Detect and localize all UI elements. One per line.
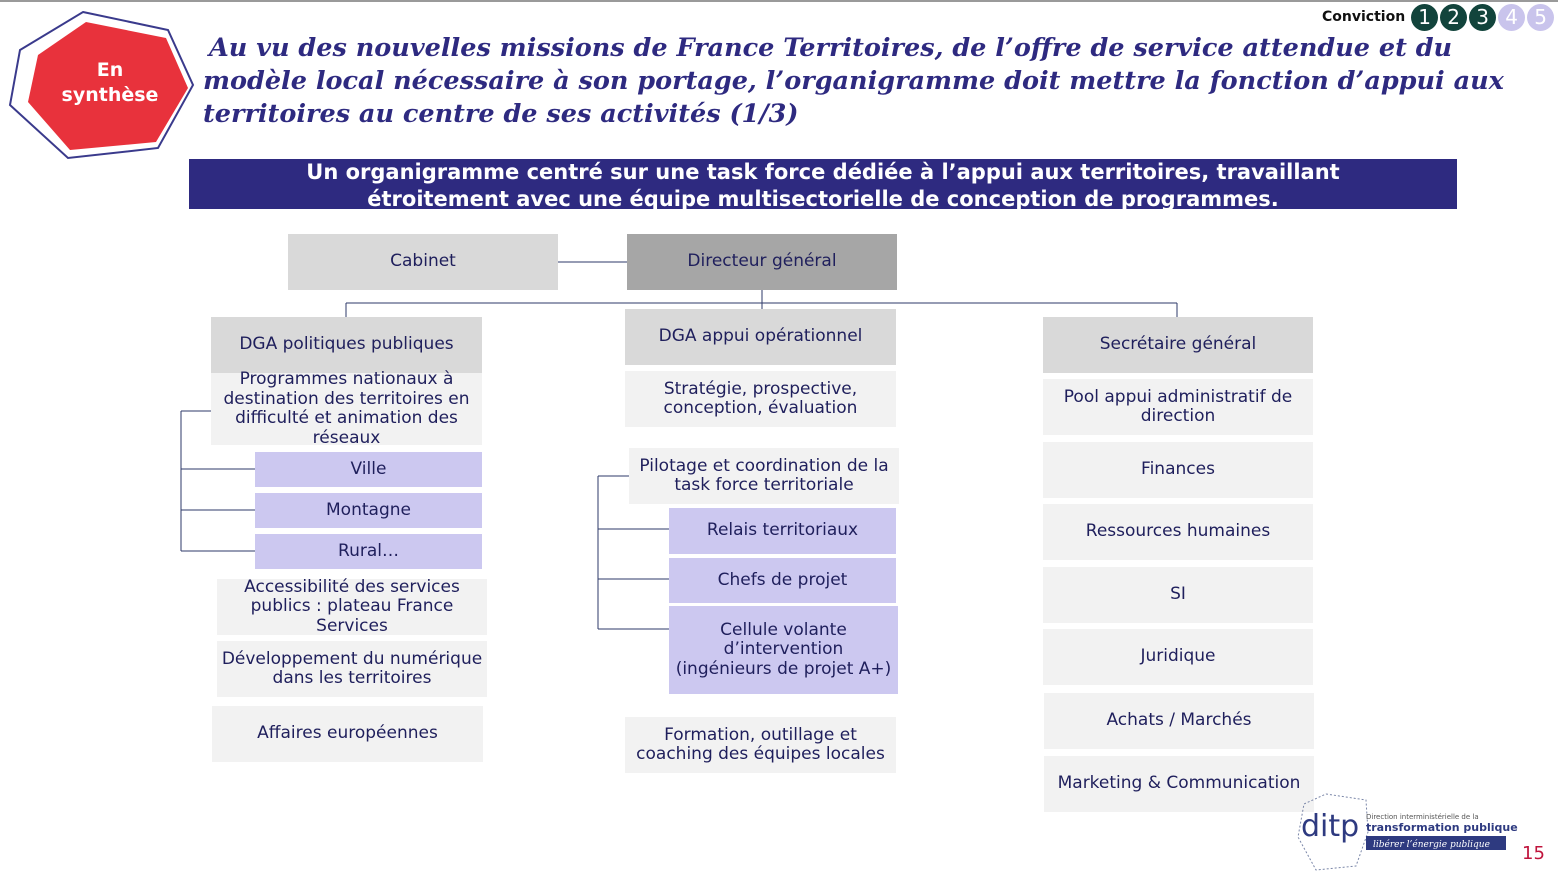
banner-line-2: étroitement avec une équipe multisectori… — [367, 187, 1279, 209]
org-box-marketing-communication: Marketing & Communication — [1044, 756, 1314, 812]
org-box-relais-territoriaux: Relais territoriaux — [669, 508, 896, 554]
conviction-step-1: 1 — [1411, 3, 1439, 31]
org-box-finances: Finances — [1043, 442, 1313, 498]
org-box-si: SI — [1043, 567, 1313, 623]
logo-line-1: Direction interministérielle de la — [1366, 813, 1479, 821]
org-box-achats-marches: Achats / Marchés — [1044, 693, 1314, 749]
org-box-programmes-nationaux: Programmes nationaux à destination des t… — [211, 369, 482, 447]
badge-line-1: En — [96, 59, 124, 81]
title-line-2: modèle local nécessaire à son portage, l… — [203, 66, 1504, 96]
conviction-step-5: 5 — [1527, 3, 1555, 31]
banner-line-1: Un organigramme centré sur une task forc… — [306, 160, 1340, 184]
conviction-indicator: Conviction 1 2 3 4 5 — [1322, 3, 1555, 31]
title-line-1: Au vu des nouvelles missions de France T… — [209, 33, 1453, 63]
conviction-step-4: 4 — [1498, 3, 1526, 31]
title-line-3: territoires au centre de ses activités (… — [203, 99, 799, 129]
org-box-ressources-humaines: Ressources humaines — [1043, 504, 1313, 560]
conviction-step-2: 2 — [1440, 3, 1468, 31]
logo-tagline: libérer l’énergie publique — [1373, 839, 1490, 850]
org-box-affaires-europeennes: Affaires européennes — [212, 706, 483, 762]
org-box-accessibilite-services-publics: Accessibilité des services publics : pla… — [217, 577, 487, 636]
org-box-cellule-volante: Cellule volante d’intervention (ingénieu… — [669, 606, 898, 694]
conviction-step-3: 3 — [1469, 3, 1497, 31]
org-box-pool-appui-administratif: Pool appui administratif de direction — [1043, 379, 1313, 435]
subtitle-banner: Un organigramme centré sur une task forc… — [189, 159, 1457, 209]
org-box-ville: Ville — [255, 452, 482, 487]
org-box-developpement-numerique: Développement du numérique dans les terr… — [217, 641, 487, 697]
org-box-secretaire-general: Secrétaire général — [1043, 317, 1313, 373]
org-box-chefs-de-projet: Chefs de projet — [669, 558, 896, 603]
org-box-formation-outillage: Formation, outillage et coaching des équ… — [625, 717, 896, 773]
page-number: 15 — [1522, 843, 1545, 864]
slide-title: Au vu des nouvelles missions de France T… — [203, 32, 1533, 131]
ditp-logo: ditp Direction interministérielle de la … — [1297, 793, 1518, 871]
org-box-dga-politiques-publiques: DGA politiques publiques — [211, 317, 482, 373]
logo-acronym: ditp — [1301, 809, 1359, 844]
org-box-strategie-prospective: Stratégie, prospective, conception, éval… — [625, 371, 896, 427]
org-box-directeur-general: Directeur général — [627, 234, 897, 290]
top-rule — [0, 0, 1558, 2]
org-box-juridique: Juridique — [1043, 629, 1313, 685]
synthese-badge-text: En synthèse — [40, 58, 180, 108]
conviction-label: Conviction — [1322, 9, 1406, 25]
org-box-dga-appui-operationnel: DGA appui opérationnel — [625, 309, 896, 365]
synthese-hexagon-badge — [8, 10, 195, 160]
badge-line-2: synthèse — [61, 84, 159, 106]
org-box-montagne: Montagne — [255, 493, 482, 528]
org-box-cabinet: Cabinet — [288, 234, 558, 290]
org-box-pilotage-task-force: Pilotage et coordination de la task forc… — [629, 448, 899, 504]
org-box-rural: Rural… — [255, 534, 482, 569]
logo-line-2: transformation publique — [1366, 821, 1518, 834]
